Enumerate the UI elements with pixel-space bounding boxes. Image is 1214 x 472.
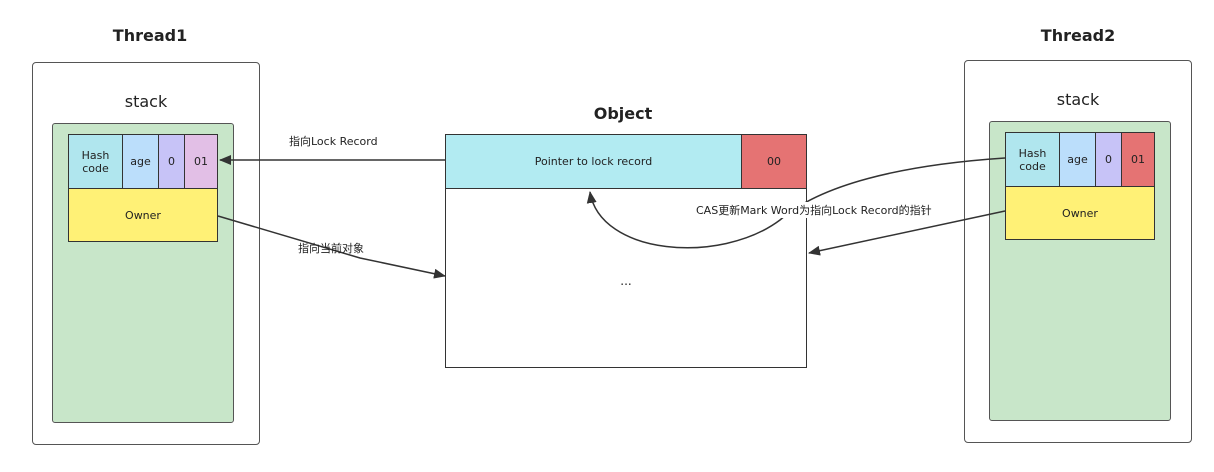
thread1-stack-label: stack xyxy=(124,92,168,111)
thread1-title: Thread1 xyxy=(112,26,188,45)
object-title: Object xyxy=(593,104,653,123)
label-points-to-current-object: 指向当前对象 xyxy=(298,242,364,255)
thread1-owner-cell: Owner xyxy=(68,188,218,242)
thread1-bias-bit-cell: 0 xyxy=(158,134,185,189)
object-pointer-cell: Pointer to lock record xyxy=(445,134,742,189)
arrow-thread1-owner-to-object xyxy=(217,215,446,279)
arrow-thread2-owner-to-object xyxy=(808,210,1006,256)
label-cas-update: CAS更新Mark Word为指向Lock Record的指针 xyxy=(694,202,934,218)
thread2-hashcode-cell: Hash code xyxy=(1005,132,1060,187)
thread2-owner-cell: Owner xyxy=(1005,186,1155,240)
label-points-to-lock-record: 指向Lock Record xyxy=(289,135,378,148)
thread2-stack-label: stack xyxy=(1056,90,1100,109)
thread1-lock-flag-cell: 01 xyxy=(184,134,218,189)
thread2-title: Thread2 xyxy=(1040,26,1116,45)
thread1-hashcode-cell: Hash code xyxy=(68,134,123,189)
arrow-thread2-cas-to-pointer xyxy=(586,157,1006,249)
thread2-lock-flag-cell: 01 xyxy=(1121,132,1155,187)
object-body-ellipsis: ... xyxy=(620,274,632,288)
object-lock-flag-cell: 00 xyxy=(741,134,807,189)
